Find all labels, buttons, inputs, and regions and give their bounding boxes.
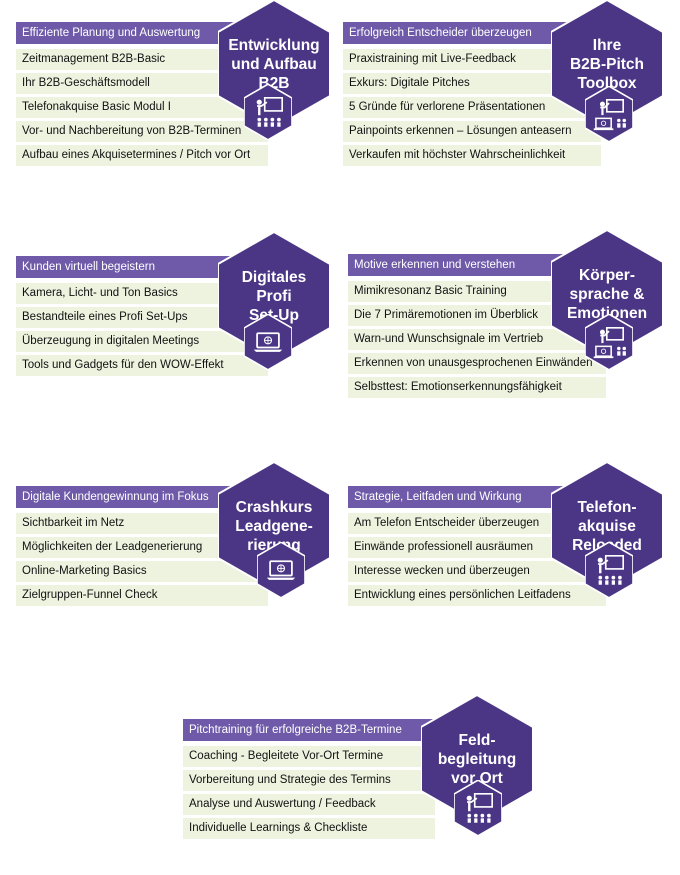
module-header: Digitale Kundengewinnung im Fokus — [16, 486, 246, 508]
presenter-audience-icon — [453, 779, 503, 837]
module-header: Kunden virtuell begeistern — [16, 256, 246, 278]
module-item: Tools und Gadgets für den WOW-Effekt — [16, 355, 268, 376]
module-title: Ihre B2B-Pitch Toolbox — [569, 37, 645, 92]
module-title: Entwicklung und Aufbau B2B — [228, 37, 320, 92]
module-item: Kamera, Licht- und Ton Basics — [16, 283, 268, 304]
module-item: Ihr B2B-Geschäftsmodell — [16, 73, 268, 94]
module-item: 5 Gründe für verlorene Präsentationen — [343, 97, 601, 118]
presenter-audience-icon — [584, 541, 634, 599]
module-item: Am Telefon Entscheider überzeugen — [348, 513, 606, 534]
module-item: Zeitmanagement B2B-Basic — [16, 49, 268, 70]
module-item: Entwicklung eines persönlichen Leitfaden… — [348, 585, 606, 606]
module-item: Zielgruppen-Funnel Check — [16, 585, 268, 606]
module-item: Analyse und Auswertung / Feedback — [183, 794, 435, 815]
module-title: Körper- sprache & Emotionen — [566, 267, 648, 322]
module-item: Warn-und Wunschsignale im Vertrieb — [348, 329, 606, 350]
hexagon-shape — [551, 230, 663, 358]
hexagon-polygon — [551, 230, 663, 358]
hexagon-polygon — [551, 0, 663, 128]
module-item: Exkurs: Digitale Pitches — [343, 73, 601, 94]
module-item: Einwände professionell ausräumen — [348, 537, 606, 558]
presenter-laptop-icon — [584, 313, 634, 371]
laptop-icon — [256, 541, 306, 599]
module-icon-hexagon — [256, 541, 306, 603]
module-item: Die 7 Primäremotionen im Überblick — [348, 305, 606, 326]
module-title-hexagon: Feld- begleitung vor Ort — [421, 695, 533, 823]
module-icon-hexagon — [584, 85, 634, 147]
module-item: Praxistraining mit Live-Feedback — [343, 49, 601, 70]
module-icon-hexagon — [453, 779, 503, 841]
module-item: Sichtbarkeit im Netz — [16, 513, 268, 534]
module-item: Mimikresonanz Basic Training — [348, 281, 606, 302]
hexagon-shape — [421, 695, 533, 823]
hexagon-shape — [551, 0, 663, 128]
hexagon-polygon — [551, 462, 663, 590]
module-item: Online-Marketing Basics — [16, 561, 268, 582]
module-header: Pitchtraining für erfolgreiche B2B-Termi… — [183, 719, 433, 741]
module-item: Möglichkeiten der Leadgenerierung — [16, 537, 268, 558]
module-icon-hexagon — [243, 83, 293, 145]
presenter-audience-icon — [243, 83, 293, 141]
module-title-hexagon: Ihre B2B-Pitch Toolbox — [551, 0, 663, 128]
module-item: Telefonakquise Basic Modul I — [16, 97, 268, 118]
module-item: Vorbereitung und Strategie des Termins — [183, 770, 435, 791]
module-icon-hexagon — [584, 313, 634, 375]
module-item: Erkennen von unausgesprochenen Einwänden — [348, 353, 606, 374]
module-header: Effiziente Planung und Auswertung — [16, 22, 246, 44]
module-item: Selbsttest: Emotionserkennungsfähigkeit — [348, 377, 606, 398]
module-item: Bestandteile eines Profi Set-Ups — [16, 307, 268, 328]
module-item: Verkaufen mit höchster Wahrscheinlichkei… — [343, 145, 601, 166]
module-item: Coaching - Begleitete Vor-Ort Termine — [183, 746, 435, 767]
module-item: Aufbau eines Akquisetermines / Pitch vor… — [16, 145, 268, 166]
module-item: Individuelle Learnings & Checkliste — [183, 818, 435, 839]
hexagon-polygon — [421, 695, 533, 823]
module-header: Strategie, Leitfaden und Wirkung — [348, 486, 578, 508]
module-icon-hexagon — [243, 313, 293, 375]
module-item: Vor- und Nachbereitung von B2B-Terminen — [16, 121, 268, 142]
module-icon-hexagon — [584, 541, 634, 603]
module-title-hexagon: Körper- sprache & Emotionen — [551, 230, 663, 358]
module-item: Painpoints erkennen – Lösungen anteasern — [343, 121, 601, 142]
module-header: Erfolgreich Entscheider überzeugen — [343, 22, 573, 44]
laptop-icon — [243, 313, 293, 371]
presenter-laptop-icon — [584, 85, 634, 143]
module-header: Motive erkennen und verstehen — [348, 254, 578, 276]
module-item: Interesse wecken und überzeugen — [348, 561, 606, 582]
module-title: Feld- begleitung vor Ort — [437, 732, 517, 787]
module-item: Überzeugung in digitalen Meetings — [16, 331, 268, 352]
hexagon-shape — [551, 462, 663, 590]
